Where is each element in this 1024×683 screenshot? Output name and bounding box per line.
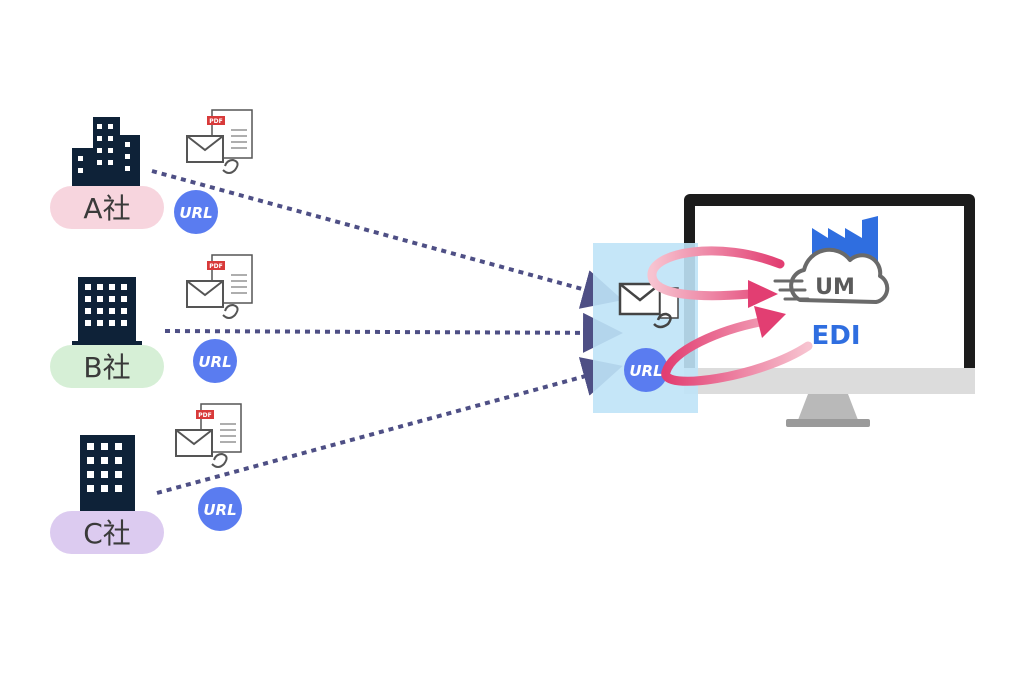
- company-c: C社: [50, 435, 164, 554]
- company-label: C社: [83, 517, 131, 550]
- edi-label: EDI: [811, 321, 860, 351]
- building-icon: [72, 117, 140, 187]
- company-pill: [50, 511, 164, 554]
- mail-pdf-icon-a: PDF: [186, 109, 253, 174]
- url-badge-collector: URL: [624, 348, 668, 392]
- company-label: A社: [83, 192, 130, 225]
- company-b: B社: [50, 277, 164, 388]
- mail-pdf-icon-b: PDF: [186, 254, 253, 319]
- flow-lines: [151, 169, 623, 495]
- url-label: URL: [198, 353, 231, 371]
- url-badge-c: URL: [198, 487, 242, 531]
- cloud-icon: UM: [773, 247, 890, 304]
- um-logo-text: UM: [815, 275, 855, 300]
- flow-line-b: [164, 312, 623, 353]
- url-badge-a: URL: [174, 190, 218, 234]
- building-icon: [72, 277, 142, 347]
- loop-arrow-top: [647, 246, 785, 301]
- building-icon: [80, 435, 135, 511]
- pdf-tag: PDF: [209, 118, 222, 125]
- url-label: URL: [203, 501, 236, 519]
- pdf-tag: PDF: [198, 412, 211, 419]
- arrowhead-bottom: [754, 306, 786, 338]
- url-label: URL: [629, 362, 662, 380]
- company-pill: [50, 345, 164, 388]
- company-a: A社: [50, 117, 164, 229]
- monitor-base: [786, 419, 870, 427]
- company-pill: [50, 186, 164, 229]
- monitor-stand: [798, 394, 858, 420]
- company-label: B社: [83, 351, 130, 384]
- pdf-tag: PDF: [209, 263, 222, 270]
- flow-line-a: [151, 169, 623, 309]
- loop-arrows: [647, 246, 813, 386]
- url-badge-b: URL: [193, 339, 237, 383]
- loop-arrow-bottom: [661, 317, 813, 386]
- arrowhead-top: [748, 280, 778, 308]
- mail-pdf-icon-c: PDF: [175, 403, 242, 468]
- url-label: URL: [179, 204, 212, 222]
